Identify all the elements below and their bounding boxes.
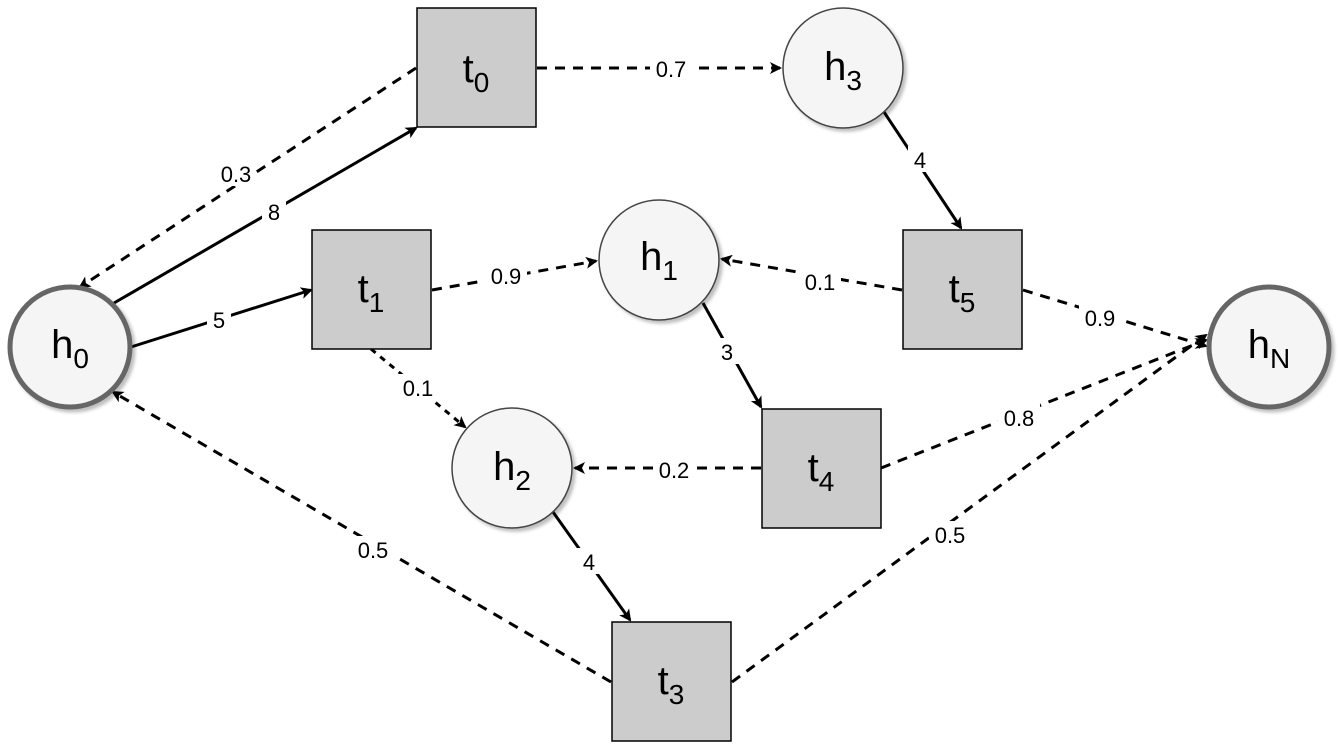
- svg-text:0.7: 0.7: [656, 57, 687, 82]
- svg-text:hN: hN: [1248, 323, 1290, 374]
- edge-labels-layer: 8 0.3 0.7 4 5 0.9 0.1 0.9 3 0.1 0.2 0.8 …: [207, 56, 1121, 575]
- edge-t1-h1: [431, 256, 598, 292]
- edge-label-h0-t0: 8: [262, 198, 286, 225]
- svg-text:0.5: 0.5: [935, 523, 966, 548]
- edge-label-t5-hN: 0.9: [1079, 304, 1121, 331]
- svg-text:h1: h1: [640, 235, 678, 286]
- nodes-layer: t0 h3 h0 t1 h1 t5 hN: [7, 7, 1332, 742]
- node-h0: h0: [7, 284, 133, 410]
- svg-text:0.8: 0.8: [1004, 406, 1035, 431]
- svg-text:0.9: 0.9: [491, 264, 522, 289]
- edge-label-t3-h0: 0.5: [352, 536, 394, 563]
- node-h2: h2: [451, 407, 573, 529]
- node-t1: t1: [311, 229, 432, 350]
- svg-text:0.3: 0.3: [221, 162, 252, 187]
- edge-label-t1-h1: 0.9: [485, 262, 527, 289]
- node-h3: h3: [782, 7, 904, 129]
- edge-label-t1-h2: 0.1: [397, 374, 439, 401]
- svg-text:0.9: 0.9: [1085, 306, 1116, 331]
- edge-label-t3-hN: 0.5: [929, 521, 971, 548]
- edge-label-h3-t5: 4: [908, 146, 932, 173]
- svg-text:0.1: 0.1: [805, 270, 836, 295]
- svg-text:h0: h0: [51, 323, 89, 374]
- edge-label-h2-t3: 4: [577, 548, 601, 575]
- edge-label-h0-t1: 5: [207, 306, 231, 333]
- svg-text:t0: t0: [463, 47, 490, 98]
- node-t3: t3: [611, 621, 732, 742]
- node-h1: h1: [598, 199, 720, 321]
- edge-label-t4-hN: 0.8: [998, 404, 1040, 431]
- svg-text:0.5: 0.5: [358, 538, 389, 563]
- svg-text:3: 3: [721, 340, 733, 365]
- svg-text:4: 4: [914, 148, 926, 173]
- svg-text:t1: t1: [358, 267, 385, 318]
- edge-t3-hN: [731, 333, 1208, 684]
- svg-text:h2: h2: [493, 445, 531, 496]
- edge-label-t0-h0: 0.3: [216, 160, 256, 187]
- svg-text:t3: t3: [658, 659, 685, 710]
- edge-label-h1-t4: 3: [715, 338, 739, 365]
- node-t0: t0: [416, 7, 537, 128]
- svg-text:8: 8: [268, 200, 280, 225]
- svg-text:0.2: 0.2: [659, 458, 690, 483]
- svg-text:h3: h3: [824, 45, 862, 96]
- node-t4: t4: [761, 408, 882, 529]
- edge-label-t4-h2: 0.2: [653, 456, 695, 483]
- svg-text:t5: t5: [949, 267, 976, 318]
- edge-label-t0-h3: 0.7: [650, 56, 692, 82]
- svg-text:0.1: 0.1: [403, 376, 434, 401]
- node-hN: hN: [1206, 284, 1332, 410]
- edge-label-t5-h1: 0.1: [799, 268, 841, 295]
- node-t5: t5: [902, 229, 1023, 350]
- svg-text:4: 4: [583, 550, 595, 575]
- svg-text:t4: t4: [808, 446, 835, 497]
- edge-t4-hN: [880, 338, 1208, 470]
- svg-text:5: 5: [213, 308, 225, 333]
